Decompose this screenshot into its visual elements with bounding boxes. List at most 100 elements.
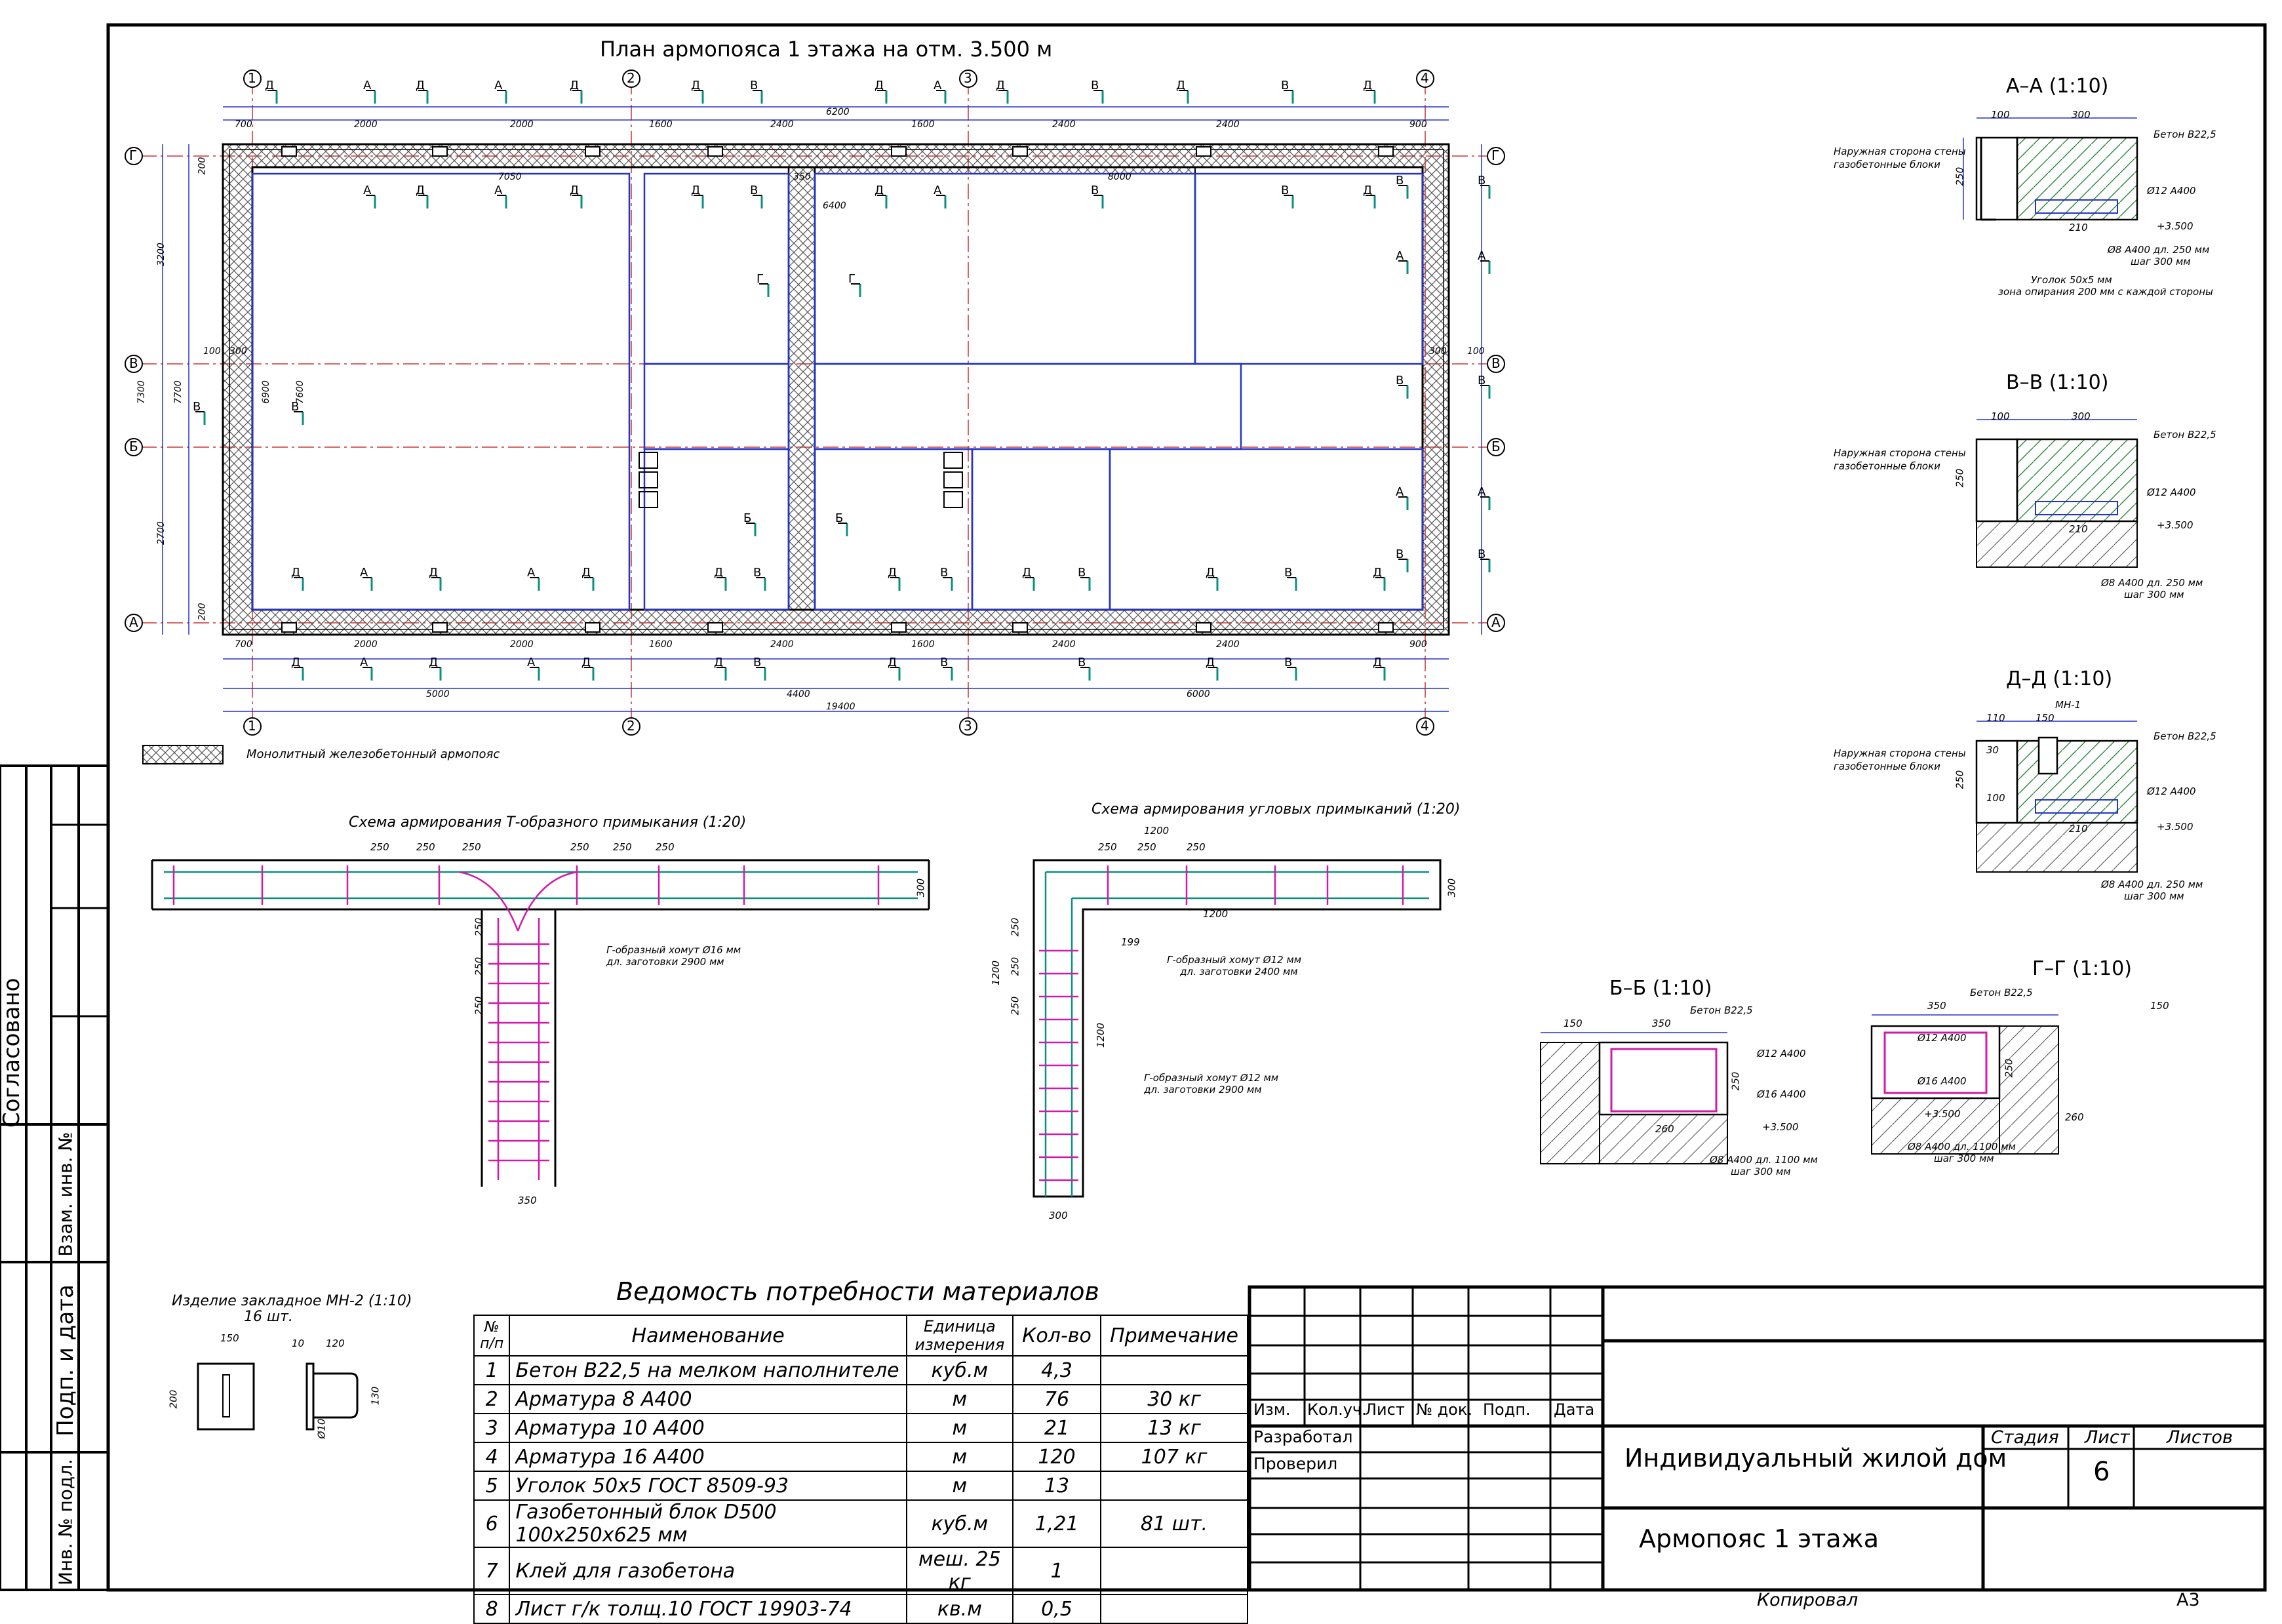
svg-text:В: В xyxy=(940,656,948,669)
aa-mark: +3.500 xyxy=(2157,220,2193,232)
section-mark: Д xyxy=(1373,656,1386,681)
svg-text:А: А xyxy=(934,184,942,197)
row-qty: 1 xyxy=(1012,1547,1102,1595)
dim-side-7300: 7300 xyxy=(136,380,147,404)
section-mark: А xyxy=(934,79,947,104)
embedded-plate xyxy=(1012,146,1028,157)
dd-d2: 150 xyxy=(2036,712,2055,724)
svg-text:Д: Д xyxy=(714,566,723,580)
dim-side-200-top: 200 xyxy=(197,157,208,175)
section-mark: В xyxy=(193,400,206,425)
embed-h: 200 xyxy=(167,1389,180,1409)
dd-concrete: Бетон В22,5 xyxy=(2154,730,2216,742)
stamp-col-3: № док. xyxy=(1416,1400,1472,1419)
axis-1-top: 1 xyxy=(248,70,256,86)
svg-text:Д: Д xyxy=(570,184,579,197)
t-scheme-title: Схема армирования Т-образного примыкания… xyxy=(349,814,747,831)
svg-text:Д: Д xyxy=(1022,566,1031,580)
row-no: 5 xyxy=(473,1471,511,1501)
axis-g-right: Г xyxy=(1491,148,1500,163)
dim-bot-4400: 4400 xyxy=(787,689,810,700)
side-stamp-frame xyxy=(0,764,109,1591)
section-mark: В xyxy=(1478,547,1491,572)
dim-300-right: 300 xyxy=(1429,346,1447,357)
section-mark: А xyxy=(934,184,947,208)
section-mark: Д xyxy=(1363,79,1376,104)
bb-d2: 350 xyxy=(1652,1018,1671,1029)
svg-text:Д: Д xyxy=(1373,656,1382,669)
c-vdim-2: 250 xyxy=(1009,996,1021,1016)
svg-text:Б: Б xyxy=(835,511,843,525)
svg-text:Д: Д xyxy=(1206,566,1215,580)
axis-bubbles xyxy=(125,69,1505,736)
sheets-label: Листов xyxy=(2167,1427,2233,1448)
section-mark: А xyxy=(1396,249,1409,274)
svg-text:Д: Д xyxy=(1176,79,1185,92)
svg-text:А: А xyxy=(494,79,503,92)
project-name: Индивидуальный жилой дом xyxy=(1624,1444,2007,1473)
svg-text:А: А xyxy=(1478,249,1486,263)
svg-text:А: А xyxy=(1396,249,1404,263)
sheet-number: 6 xyxy=(2093,1457,2110,1487)
aa-title: А–А (1:10) xyxy=(2006,75,2109,98)
col-qty: Кол-во xyxy=(1012,1315,1102,1357)
section-mark: В xyxy=(1078,656,1091,681)
t-vdim-2: 250 xyxy=(473,996,485,1016)
stamp-col-1: Кол.уч. xyxy=(1307,1400,1367,1419)
row-unit: м xyxy=(905,1442,1013,1472)
svg-text:А: А xyxy=(1396,485,1404,499)
section-mark: Г xyxy=(848,272,861,297)
t-dim-1: 250 xyxy=(416,841,435,853)
stamp-col-4: Подп. xyxy=(1483,1400,1531,1419)
dim-top-7: 2400 xyxy=(1216,119,1240,130)
svg-text:А: А xyxy=(1478,485,1486,499)
vv-stir2: шаг 300 мм xyxy=(2124,589,2184,601)
t-right: 300 xyxy=(915,878,927,898)
dim-bottom-6: 2400 xyxy=(1052,639,1076,650)
section-mark: Д xyxy=(714,566,727,591)
dim-bottom-0: 700 xyxy=(235,639,252,650)
c-diag: 199 xyxy=(1121,936,1140,948)
embedded-plate xyxy=(1196,622,1211,633)
dim-top-6: 2400 xyxy=(1052,119,1076,130)
axis-4-bottom: 4 xyxy=(1421,718,1429,734)
row-note: 13 кг xyxy=(1100,1413,1248,1443)
axis-b-right: Б xyxy=(1491,439,1501,454)
col-note: Примечание xyxy=(1100,1315,1248,1357)
section-mark: В xyxy=(750,79,763,104)
bb-stir2: шаг 300 мм xyxy=(1731,1166,1791,1178)
row-no: 1 xyxy=(473,1355,511,1385)
dd-d3: 30 xyxy=(1986,744,1999,756)
section-mark: Б xyxy=(835,511,848,536)
section-aa xyxy=(1963,117,2138,221)
section-mark: Д xyxy=(429,566,442,591)
section-mark: А xyxy=(494,184,507,208)
side-inv-repl: Взам. инв. № xyxy=(54,1132,77,1257)
aa-h: 250 xyxy=(1954,167,1966,186)
c-dim-2: 250 xyxy=(1187,841,1206,853)
embedded-plate xyxy=(891,622,907,633)
aa-stir2: шаг 300 мм xyxy=(2131,256,2191,267)
svg-text:В: В xyxy=(291,400,299,414)
stamp-col-5: Дата xyxy=(1554,1400,1595,1419)
aa-w: 210 xyxy=(2069,222,2088,233)
gg-stir2: шаг 300 мм xyxy=(1934,1153,1994,1164)
section-mark: Д xyxy=(691,184,704,208)
t-dim-5: 250 xyxy=(656,841,675,853)
gg-concrete: Бетон В22,5 xyxy=(1970,987,2033,999)
section-mark: В xyxy=(1396,374,1409,399)
gg-title: Г–Г (1:10) xyxy=(2032,957,2132,980)
dd-mark: +3.500 xyxy=(2157,821,2193,833)
vv-d1: 100 xyxy=(1991,410,2010,422)
col-no: № п/п xyxy=(473,1315,511,1357)
vv-stir1: Ø8 А400 дл. 250 мм xyxy=(2101,577,2203,589)
bb-mark: +3.500 xyxy=(1762,1121,1799,1133)
side-sign-date: Подп. и дата xyxy=(52,1284,79,1436)
vv-title: В–В (1:10) xyxy=(2006,371,2109,394)
section-mark: А xyxy=(527,566,540,591)
